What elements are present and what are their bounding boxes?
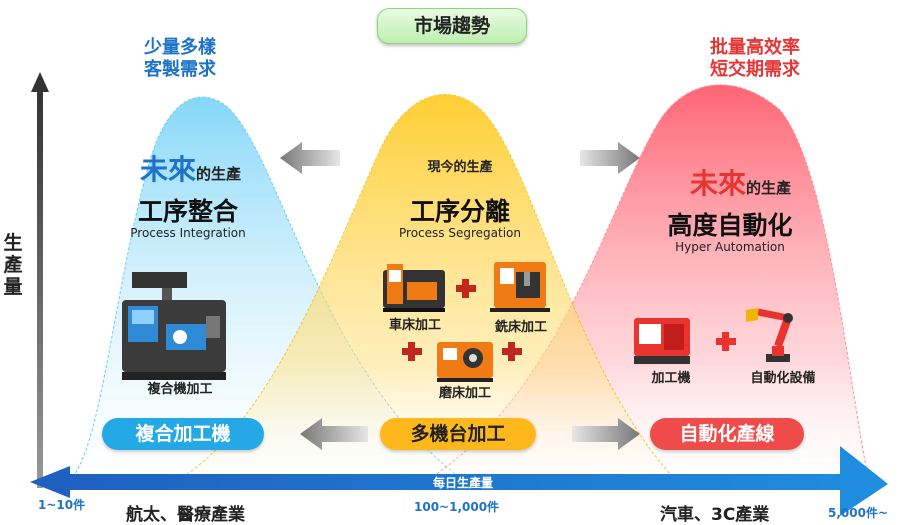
top-right-line2: 短交期需求 bbox=[710, 59, 800, 80]
robot-label: 自動化設備 bbox=[750, 371, 816, 386]
grinder-icon bbox=[437, 342, 493, 382]
right-future-rest: 的生產 bbox=[746, 179, 792, 197]
range-left: 1~10件 bbox=[38, 498, 86, 512]
center-section-title: 工序分離 bbox=[409, 197, 510, 226]
right-section-title: 高度自動化 bbox=[667, 211, 793, 240]
x-axis-arrow-icon bbox=[30, 446, 888, 516]
pill-multitask-machine: 複合加工機 bbox=[102, 418, 264, 450]
top-left-line1: 少量多樣 bbox=[144, 37, 216, 58]
top-right-line1: 批量高效率 bbox=[710, 37, 800, 58]
plus-icon-center bbox=[402, 279, 522, 361]
top-left-label: 少量多樣 客製需求 bbox=[120, 37, 240, 81]
pill-multi-machine: 多機台加工 bbox=[380, 418, 536, 450]
arrow-right-icon-top bbox=[580, 142, 640, 174]
left-future-rest: 的生產 bbox=[196, 165, 242, 183]
title-badge: 市場趨勢 bbox=[377, 8, 527, 44]
left-machine-label: 複合機加工 bbox=[147, 382, 213, 397]
cnc-label: 加工機 bbox=[651, 371, 691, 386]
robot-arm-icon bbox=[746, 308, 793, 362]
left-future-accent: 未來 bbox=[140, 153, 197, 186]
center-section-subtitle: Process Segregation bbox=[399, 226, 521, 240]
top-right-label: 批量高效率 短交期需求 bbox=[690, 37, 820, 81]
range-mid: 100~1,000件 bbox=[414, 500, 500, 514]
cnc-machine-icon bbox=[634, 318, 690, 364]
industry-right: 汽車、3C產業 bbox=[660, 505, 770, 525]
milling-machine-icon bbox=[490, 262, 550, 312]
industry-left: 航太、醫療產業 bbox=[126, 505, 245, 525]
arrow-right-icon-bottom bbox=[572, 418, 640, 450]
center-heading: 現今的生產 bbox=[427, 160, 493, 175]
left-section-subtitle: Process Integration bbox=[130, 226, 246, 240]
left-future-heading: 未來的生產 bbox=[140, 148, 241, 188]
x-axis-label: 每日生產量 bbox=[432, 476, 493, 490]
left-section-title: 工序整合 bbox=[137, 197, 238, 226]
arrow-left-icon-top bbox=[280, 142, 340, 174]
right-section-subtitle: Hyper Automation bbox=[675, 240, 785, 254]
grinder-label: 磨床加工 bbox=[438, 386, 491, 401]
milling-label: 銑床加工 bbox=[494, 320, 547, 335]
arrow-left-icon-bottom bbox=[300, 418, 368, 450]
multitask-machine-icon bbox=[122, 272, 226, 380]
lathe-icon bbox=[383, 264, 445, 312]
y-axis-arrow-icon bbox=[31, 72, 49, 488]
lathe-label: 車床加工 bbox=[388, 318, 441, 333]
pill-automation-line: 自動化產線 bbox=[650, 418, 804, 450]
range-right: 5,000件~ bbox=[828, 506, 889, 520]
top-left-line2: 客製需求 bbox=[144, 59, 216, 80]
plus-icon-right bbox=[716, 332, 736, 351]
y-axis-label: 生產量 bbox=[3, 232, 23, 298]
right-future-heading: 未來的生產 bbox=[690, 162, 791, 202]
right-future-accent: 未來 bbox=[690, 167, 747, 200]
